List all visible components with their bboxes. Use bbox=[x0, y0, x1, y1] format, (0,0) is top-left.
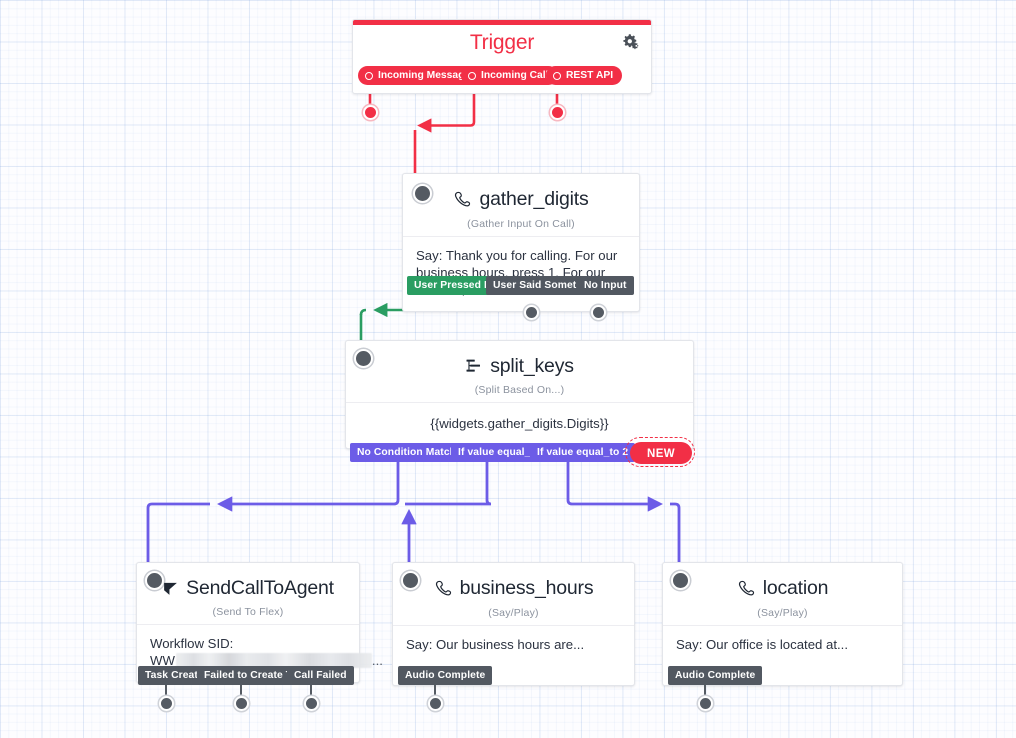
output-failed-to-create-task[interactable]: Failed to Create Task bbox=[197, 666, 316, 685]
business-hours-header: business_hours (Say/Play) bbox=[393, 563, 634, 625]
wire-user-pressed-keys-corner bbox=[359, 308, 367, 316]
sendcalltoagent-title-row: SendCallToAgent bbox=[162, 577, 334, 599]
gather-digits-title: gather_digits bbox=[479, 188, 589, 210]
split-keys-input-dot[interactable] bbox=[354, 349, 373, 368]
location-title: location bbox=[762, 577, 829, 599]
output-no-input[interactable]: No Input bbox=[577, 276, 634, 295]
wire-no-condition-matches-to-sendcalltoagent bbox=[146, 502, 210, 562]
trigger-output-label: Incoming Call bbox=[481, 70, 549, 81]
location-header: location (Say/Play) bbox=[663, 563, 902, 625]
sendcalltoagent-input-dot[interactable] bbox=[145, 571, 164, 590]
gather-digits-input-dot[interactable] bbox=[413, 184, 432, 203]
output-no-condition-matches[interactable]: No Condition Matches bbox=[350, 443, 475, 462]
business-hours-audio-complete-endpoint[interactable] bbox=[428, 696, 443, 711]
user-said-something-endpoint[interactable] bbox=[524, 305, 539, 320]
sendcalltoagent-body: Workflow SID: WW... bbox=[137, 623, 383, 682]
no-input-endpoint[interactable] bbox=[591, 305, 606, 320]
split-keys-title: split_keys bbox=[490, 355, 574, 377]
business-hours-title-row: business_hours bbox=[434, 577, 594, 599]
workflow-sid-value: WW... bbox=[150, 652, 383, 669]
trigger-output-incoming-message[interactable]: Incoming Message bbox=[358, 66, 480, 85]
circle-outline-icon bbox=[553, 71, 561, 80]
call-failed-stem bbox=[310, 685, 312, 699]
failed-to-create-task-stem bbox=[240, 685, 242, 699]
gather-digits-header: gather_digits (Gather Input On Call) bbox=[403, 174, 639, 236]
widget-sendcalltoagent[interactable]: SendCallToAgent (Send To Flex) Workflow … bbox=[136, 562, 383, 683]
sendcalltoagent-subtitle: (Send To Flex) bbox=[212, 605, 284, 618]
workflow-sid-redacted-block bbox=[175, 652, 372, 668]
failed-to-create-task-endpoint[interactable] bbox=[234, 696, 249, 711]
wire-equal-to-1-horizontal bbox=[405, 462, 492, 506]
output-location-audio-complete[interactable]: Audio Complete bbox=[668, 666, 763, 685]
business-hours-subtitle: (Say/Play) bbox=[488, 606, 539, 619]
location-input-dot[interactable] bbox=[671, 571, 690, 590]
widget-split-keys[interactable]: split_keys (Split Based On...) {{widgets… bbox=[345, 340, 694, 449]
trigger-rest-api-endpoint[interactable] bbox=[550, 105, 565, 120]
task-created-stem bbox=[165, 685, 167, 699]
business-hours-audio-complete-stem bbox=[434, 685, 436, 699]
widget-location[interactable]: location (Say/Play) Say: Our office is l… bbox=[662, 562, 903, 686]
widget-business-hours[interactable]: business_hours (Say/Play) Say: Our busin… bbox=[392, 562, 635, 686]
phone-handset-icon bbox=[434, 579, 453, 598]
location-audio-complete-endpoint[interactable] bbox=[698, 696, 713, 711]
circle-outline-icon bbox=[468, 71, 476, 80]
split-keys-header: split_keys (Split Based On...) bbox=[346, 341, 693, 402]
flex-flag-icon bbox=[162, 580, 179, 597]
trigger-title: Trigger bbox=[469, 31, 535, 54]
wire-no-condition-matches-horizontal bbox=[216, 462, 400, 512]
wire-equal-to-2-to-location bbox=[670, 502, 681, 562]
sendcalltoagent-header: SendCallToAgent (Send To Flex) bbox=[137, 563, 359, 624]
task-created-endpoint[interactable] bbox=[159, 696, 174, 711]
gather-digits-body: Say: Thank you for calling. For our busi… bbox=[403, 235, 639, 311]
trigger-incoming-message-endpoint[interactable] bbox=[363, 105, 378, 120]
workflow-sid-ellipsis: ... bbox=[371, 652, 383, 668]
workflow-sid-label: Workflow SID: bbox=[150, 635, 234, 651]
split-keys-body: {{widgets.gather_digits.Digits}} bbox=[346, 402, 693, 448]
trigger-output-label: Incoming Message bbox=[378, 70, 471, 81]
phone-handset-icon bbox=[453, 190, 472, 209]
new-transition-outline: NEW bbox=[625, 437, 695, 467]
wire-equal-to-2-horizontal bbox=[566, 462, 664, 512]
gather-digits-title-row: gather_digits bbox=[453, 188, 589, 210]
trigger-output-label: REST API bbox=[566, 70, 614, 81]
split-keys-subtitle: (Split Based On...) bbox=[474, 384, 565, 396]
circle-outline-icon bbox=[365, 71, 373, 80]
business-hours-title: business_hours bbox=[459, 577, 594, 599]
business-hours-input-dot[interactable] bbox=[401, 571, 420, 590]
business-hours-body: Say: Our business hours are... bbox=[393, 624, 634, 685]
workflow-sid-prefix: WW bbox=[150, 652, 175, 668]
split-keys-title-row: split_keys bbox=[465, 355, 574, 377]
split-branch-icon bbox=[465, 357, 483, 375]
gear-icon[interactable] bbox=[620, 32, 640, 52]
location-audio-complete-stem bbox=[704, 685, 706, 699]
call-failed-endpoint[interactable] bbox=[304, 696, 319, 711]
location-body: Say: Our office is located at... bbox=[663, 624, 902, 685]
output-user-said-something[interactable]: User Said Something bbox=[486, 276, 606, 295]
trigger-output-rest-api[interactable]: REST API bbox=[546, 66, 623, 85]
gather-digits-subtitle: (Gather Input On Call) bbox=[467, 217, 575, 230]
output-if-value-equal-to-2[interactable]: If value equal_to 2 bbox=[530, 443, 636, 462]
location-subtitle: (Say/Play) bbox=[757, 606, 808, 619]
trigger-accent-bar bbox=[353, 20, 651, 25]
trigger-output-incoming-call[interactable]: Incoming Call bbox=[461, 66, 558, 85]
output-business-hours-audio-complete[interactable]: Audio Complete bbox=[398, 666, 493, 685]
new-transition-button[interactable]: NEW bbox=[630, 442, 692, 464]
output-if-value-equal-to-1[interactable]: If value equal_to 1 bbox=[451, 443, 557, 462]
sendcalltoagent-title: SendCallToAgent bbox=[186, 577, 334, 599]
location-title-row: location bbox=[737, 577, 829, 599]
output-call-failed[interactable]: Call Failed bbox=[287, 666, 354, 685]
phone-handset-icon bbox=[737, 579, 756, 598]
